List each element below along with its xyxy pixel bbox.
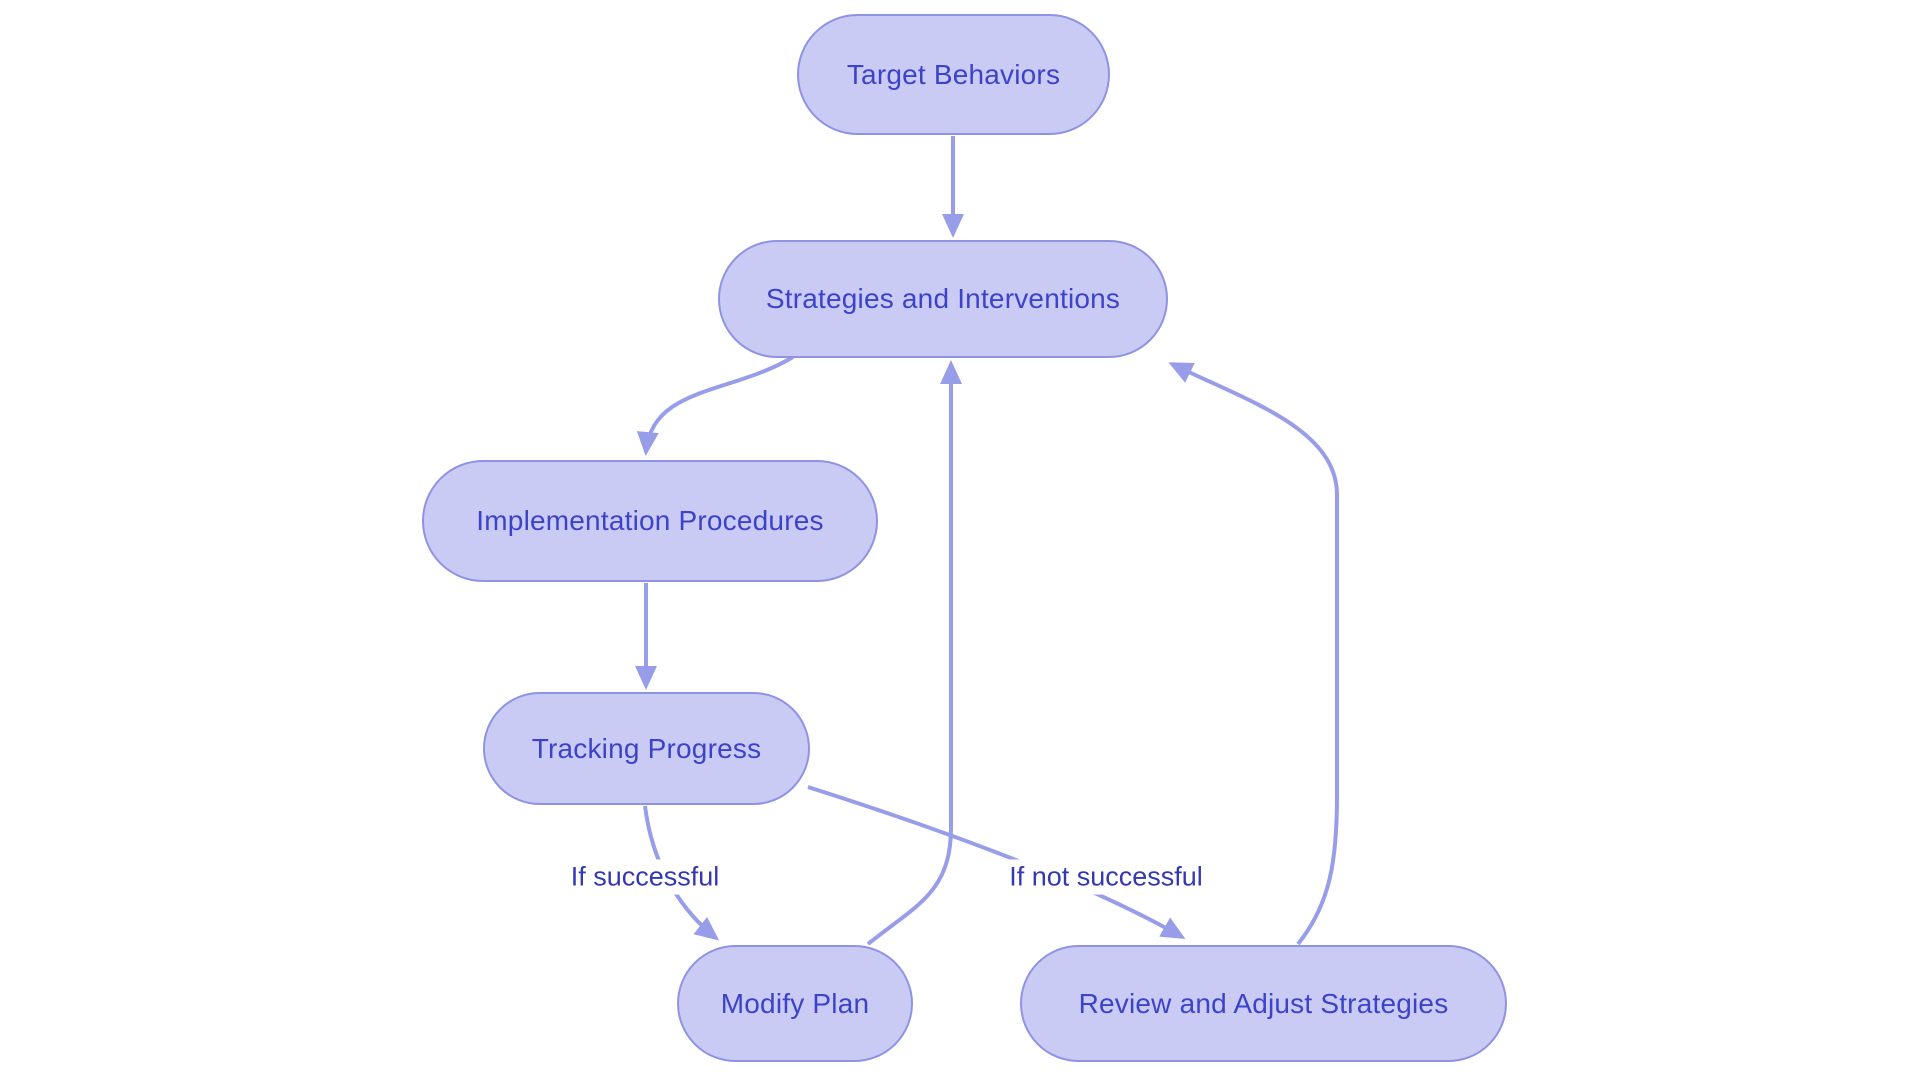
node-review-and-adjust-strategies-label: Review and Adjust Strategies xyxy=(1078,987,1449,1019)
node-tracking-progress: Tracking Progress xyxy=(483,692,810,805)
node-modify-plan: Modify Plan xyxy=(677,945,913,1062)
edge-strategies-to-implementation xyxy=(636,355,795,456)
node-strategies-and-interventions: Strategies and Interventions xyxy=(718,240,1168,358)
node-implementation-procedures-label: Implementation Procedures xyxy=(476,505,824,537)
edge-label-if-successful: If successful xyxy=(561,859,729,895)
node-tracking-progress-label: Tracking Progress xyxy=(531,732,762,764)
node-modify-plan-label: Modify Plan xyxy=(720,987,870,1019)
node-strategies-and-interventions-label: Strategies and Interventions xyxy=(765,283,1121,315)
edge-modify-to-strategies xyxy=(866,360,962,946)
edge-review-to-strategies xyxy=(1168,362,1339,946)
node-target-behaviors: Target Behaviors xyxy=(797,14,1110,135)
node-implementation-procedures: Implementation Procedures xyxy=(422,460,878,582)
node-target-behaviors-label: Target Behaviors xyxy=(846,58,1061,90)
edge-label-if-not-successful: If not successful xyxy=(1000,859,1212,895)
node-review-and-adjust-strategies: Review and Adjust Strategies xyxy=(1020,945,1507,1062)
